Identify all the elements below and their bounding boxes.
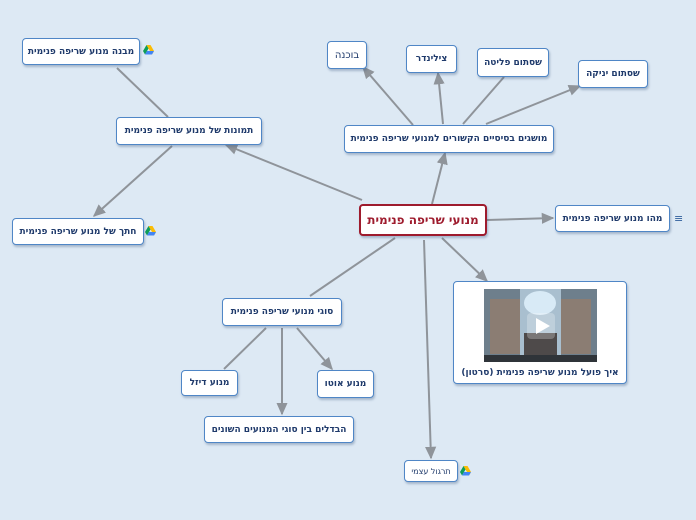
- node-otto[interactable]: מנוע אוטו: [317, 370, 374, 398]
- video-card[interactable]: איך פועל מנוע שריפה פנימית (סרטון): [453, 281, 627, 384]
- node-self-practice-label: תרגול עצמי: [411, 466, 451, 476]
- node-exhaust-valve-label: שסתום פליטה: [484, 57, 542, 68]
- link-concepts-to-piston: [362, 65, 414, 126]
- node-structure-label: מבנה מנוע שריפה פנימית: [27, 46, 135, 57]
- link-images-to-cross-section: [92, 145, 173, 217]
- node-cylinder[interactable]: צילינדר: [406, 45, 457, 73]
- link-concepts-to-exhaust: [462, 76, 505, 125]
- link-root-to-images: [224, 144, 363, 201]
- node-intake-valve-label: שסתום יניקה: [586, 69, 640, 79]
- google-drive-icon[interactable]: [145, 226, 156, 236]
- node-basic-concepts-label: מושגים בסיסיים הקשורים למנועי שריפה פנימ…: [350, 134, 548, 144]
- google-drive-icon[interactable]: [460, 466, 471, 476]
- node-piston[interactable]: בוכנה: [327, 41, 367, 69]
- link-concepts-to-intake: [485, 85, 582, 125]
- node-self-practice[interactable]: תרגול עצמי: [404, 460, 458, 482]
- node-what-is[interactable]: מהו מנוע שריפה פנימית: [555, 205, 670, 232]
- link-root-to-practice: [423, 239, 437, 460]
- node-diesel[interactable]: מנוע דיזל: [181, 370, 238, 396]
- link-concepts-to-cylinder: [433, 71, 445, 125]
- menu-lines-icon[interactable]: ≡: [674, 212, 684, 225]
- root-node[interactable]: מנועי שריפה פנימית: [359, 204, 487, 236]
- node-piston-label: בוכנה: [334, 49, 360, 61]
- node-intake-valve[interactable]: שסתום יניקה: [578, 60, 648, 88]
- node-cross-section-label: חתך של מנוע שריפה פנימית: [19, 226, 137, 237]
- node-basic-concepts[interactable]: מושגים בסיסיים הקשורים למנועי שריפה פנימ…: [344, 125, 554, 153]
- node-otto-label: מנוע אוטו: [324, 379, 367, 389]
- google-drive-icon[interactable]: [143, 45, 154, 55]
- node-differences[interactable]: הבדלים בין סוגי המנועים השונים: [204, 416, 354, 443]
- link-root-to-types: [309, 237, 396, 297]
- node-images[interactable]: תמונות של מנוע שריפה פנימית: [116, 117, 262, 145]
- link-images-to-structure: [116, 67, 169, 118]
- node-cylinder-label: צילינדר: [415, 54, 448, 64]
- node-structure[interactable]: מבנה מנוע שריפה פנימית: [22, 38, 140, 65]
- node-diesel-label: מנוע דיזל: [189, 378, 230, 388]
- node-exhaust-valve[interactable]: שסתום פליטה: [477, 48, 549, 77]
- node-cross-section[interactable]: חתך של מנוע שריפה פנימית: [12, 218, 144, 245]
- engine-illustration: [484, 289, 597, 362]
- node-differences-label: הבדלים בין סוגי המנועים השונים: [211, 424, 347, 435]
- link-root-to-concepts: [431, 151, 448, 205]
- node-types[interactable]: סוגי מנועי שריפה פנימית: [222, 298, 342, 326]
- root-node-label: מנועי שריפה פנימית: [367, 213, 479, 227]
- link-root-to-video: [441, 237, 489, 282]
- link-types-to-diesel: [223, 327, 267, 370]
- link-root-to-what-is: [486, 212, 555, 224]
- play-icon[interactable]: [527, 313, 555, 339]
- link-types-to-otto: [296, 327, 333, 371]
- video-caption: איך פועל מנוע שריפה פנימית (סרטון): [461, 368, 619, 378]
- node-images-label: תמונות של מנוע שריפה פנימית: [124, 126, 254, 136]
- node-types-label: סוגי מנועי שריפה פנימית: [230, 307, 334, 317]
- node-what-is-label: מהו מנוע שריפה פנימית: [562, 213, 663, 224]
- video-thumbnail[interactable]: [484, 289, 597, 362]
